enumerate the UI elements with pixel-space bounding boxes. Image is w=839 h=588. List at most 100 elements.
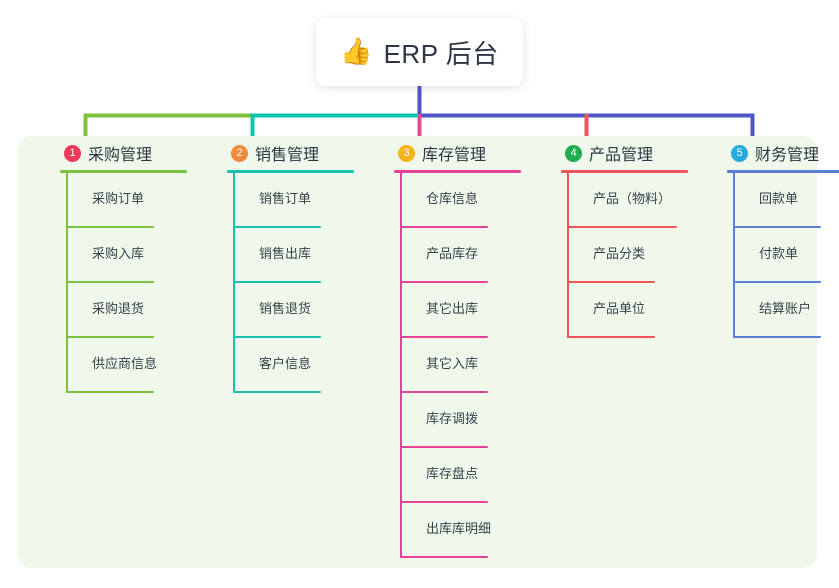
column-stem-4: [567, 173, 569, 338]
column-items-4: 产品（物料） 产品分类产品单位: [567, 173, 703, 338]
list-item-label: 库存调拨: [426, 411, 479, 426]
list-item[interactable]: 采购入库: [66, 228, 202, 283]
list-item[interactable]: 结算账户: [733, 283, 839, 338]
list-item[interactable]: 付款单: [733, 228, 839, 283]
column-1: 1 采购管理采购订单采购入库采购退货供应商信息: [42, 136, 202, 393]
list-item-label: 采购退货: [92, 301, 145, 316]
root-title: ERP 后台: [383, 38, 499, 69]
list-item-label: 销售订单: [259, 191, 312, 206]
list-item[interactable]: 产品（物料）: [567, 173, 703, 228]
list-item-rule: [400, 226, 488, 228]
column-stem-1: [66, 173, 68, 393]
column-items-3: 仓库信息产品库存其它出库其它入库库存调拨库存盘点出库库明细: [400, 173, 536, 558]
list-item-label: 结算账户: [759, 301, 812, 316]
list-item[interactable]: 销售退货: [233, 283, 369, 338]
column-header-rule-2: [227, 170, 354, 173]
list-item-label: 产品分类: [593, 246, 646, 261]
list-item-rule: [567, 336, 655, 338]
list-item[interactable]: 客户信息: [233, 338, 369, 393]
list-item[interactable]: 产品库存: [400, 228, 536, 283]
column-header-rule-1: [60, 170, 187, 173]
list-item-label: 回款单: [759, 191, 799, 206]
column-title-1: 采购管理: [88, 147, 153, 164]
column-badge-1: 1: [64, 144, 81, 162]
column-badge-2: 2: [231, 144, 248, 162]
column-items-5: 回款单付款单结算账户: [733, 173, 839, 338]
list-item[interactable]: 仓库信息: [400, 173, 536, 228]
list-item[interactable]: 产品单位: [567, 283, 703, 338]
list-item-rule: [233, 391, 321, 393]
column-badge-3: 3: [398, 144, 415, 162]
list-item[interactable]: 库存调拨: [400, 393, 536, 448]
list-item-label: 出库库明细: [426, 521, 492, 536]
list-item-rule: [66, 391, 154, 393]
list-item-rule: [567, 226, 677, 228]
list-item-label: 付款单: [759, 246, 799, 261]
list-item-rule: [66, 226, 154, 228]
column-stem-3: [400, 173, 402, 558]
list-item-label: 其它入库: [426, 356, 479, 371]
list-item-rule: [567, 281, 655, 283]
list-item[interactable]: 供应商信息: [66, 338, 202, 393]
list-item[interactable]: 回款单: [733, 173, 839, 228]
list-item-label: 库存盘点: [426, 466, 479, 481]
column-header-1[interactable]: 1 采购管理: [42, 136, 202, 170]
list-item-label: 客户信息: [259, 356, 312, 371]
list-item[interactable]: 库存盘点: [400, 448, 536, 503]
list-item-rule: [66, 281, 154, 283]
list-item-label: 产品（物料）: [593, 191, 672, 206]
list-item[interactable]: 其它出库: [400, 283, 536, 338]
list-item[interactable]: 其它入库: [400, 338, 536, 393]
column-stem-5: [733, 173, 735, 338]
list-item-label: 销售退货: [259, 301, 312, 316]
diagram-panel: [18, 136, 817, 568]
column-header-3[interactable]: 3 库存管理: [376, 136, 536, 170]
list-item-label: 销售出库: [259, 246, 312, 261]
column-title-2: 销售管理: [255, 147, 320, 164]
list-item-rule: [733, 226, 821, 228]
list-item-rule: [233, 281, 321, 283]
list-item-rule: [400, 556, 488, 558]
column-header-rule-3: [394, 170, 521, 173]
list-item[interactable]: 销售订单: [233, 173, 369, 228]
list-item-rule: [400, 281, 488, 283]
list-item[interactable]: 采购订单: [66, 173, 202, 228]
list-item-label: 其它出库: [426, 301, 479, 316]
list-item-label: 采购订单: [92, 191, 145, 206]
list-item[interactable]: 出库库明细: [400, 503, 536, 558]
list-item-label: 供应商信息: [92, 356, 158, 371]
list-item-rule: [733, 336, 821, 338]
list-item-label: 采购入库: [92, 246, 145, 261]
column-title-3: 库存管理: [422, 147, 487, 164]
column-2: 2 销售管理销售订单销售出库销售退货客户信息: [209, 136, 369, 393]
root-node[interactable]: 👍 ERP 后台: [316, 18, 523, 86]
column-title-5: 财务管理: [755, 147, 820, 164]
column-badge-4: 4: [565, 144, 582, 162]
list-item-rule: [733, 281, 821, 283]
column-5: 5 财务管理回款单付款单结算账户: [709, 136, 839, 338]
list-item[interactable]: 采购退货: [66, 283, 202, 338]
thumbs-up-icon: 👍: [340, 36, 373, 66]
column-stem-2: [233, 173, 235, 393]
column-items-1: 采购订单采购入库采购退货供应商信息: [66, 173, 202, 393]
list-item[interactable]: 销售出库: [233, 228, 369, 283]
list-item[interactable]: 产品分类: [567, 228, 703, 283]
list-item-label: 产品单位: [593, 301, 646, 316]
column-header-5[interactable]: 5 财务管理: [709, 136, 839, 170]
list-item-rule: [233, 336, 321, 338]
list-item-rule: [66, 336, 154, 338]
list-item-label: 仓库信息: [426, 191, 479, 206]
list-item-label: 产品库存: [426, 246, 479, 261]
column-header-rule-5: [727, 170, 839, 173]
list-item-rule: [400, 501, 488, 503]
column-list: 1 采购管理采购订单采购入库采购退货供应商信息 2 销售管理销售订单销售出库销售退货客…: [18, 136, 839, 568]
column-badge-5: 5: [731, 144, 748, 162]
list-item-rule: [400, 446, 488, 448]
list-item-rule: [400, 336, 488, 338]
list-item-rule: [233, 226, 321, 228]
column-header-2[interactable]: 2 销售管理: [209, 136, 369, 170]
column-header-rule-4: [561, 170, 688, 173]
